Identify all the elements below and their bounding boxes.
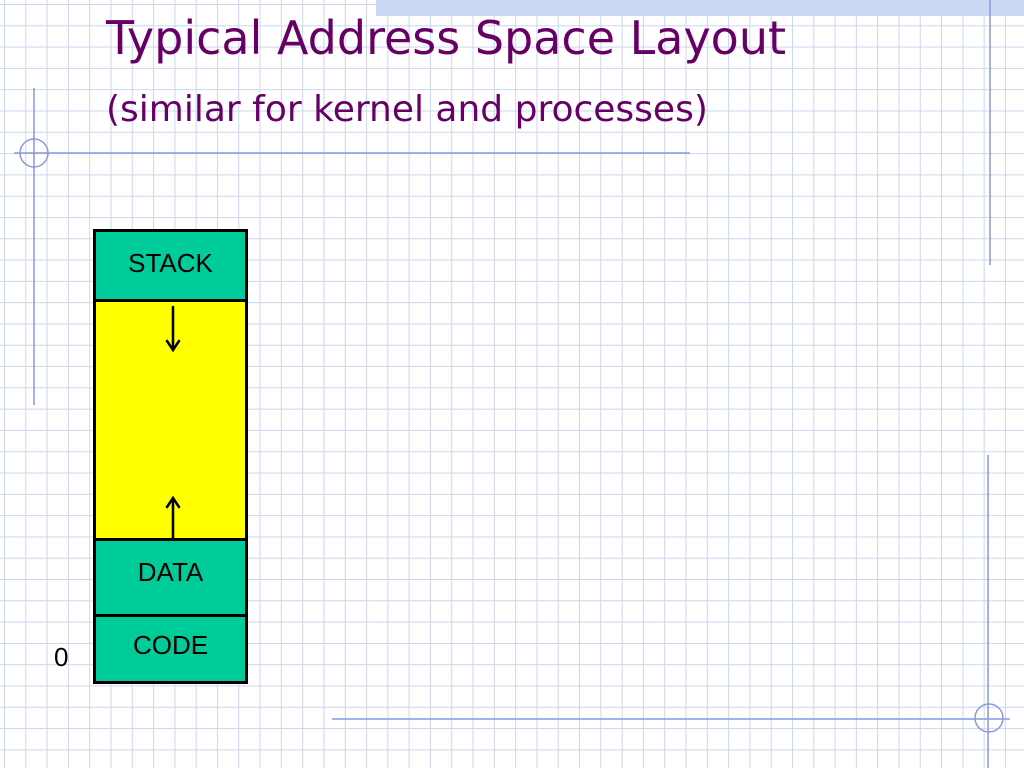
growth-arrows [165,305,181,538]
slide-subtitle: (similar for kernel and processes) [106,89,708,130]
free-space-region [96,302,245,538]
address-space-column: STACK DATA CODE [93,229,248,684]
data-segment: DATA [96,538,245,617]
slide-title: Typical Address Space Layout [106,11,787,65]
address-zero-label: 0 [54,642,69,672]
stack-segment-label: STACK [128,248,213,278]
data-growth-up-arrow [165,495,181,538]
stack-segment: STACK [96,232,245,302]
stack-growth-down-arrow [165,305,181,353]
top-accent-band [376,0,1024,16]
code-segment: CODE [96,617,245,681]
data-segment-label: DATA [137,557,204,587]
code-segment-label: CODE [132,630,209,660]
